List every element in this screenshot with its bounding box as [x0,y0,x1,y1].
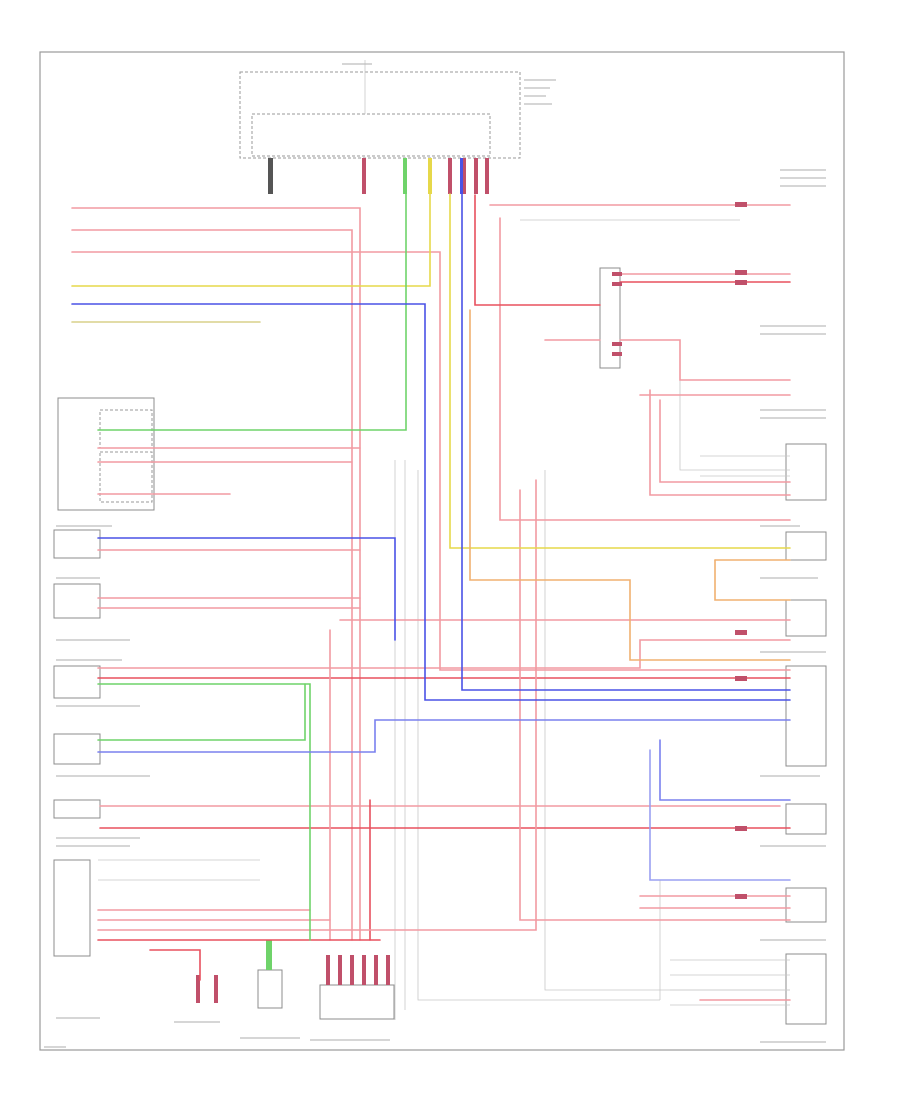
yellow-wires [71,193,791,661]
connector-pins [612,202,747,899]
left-modules [53,397,155,957]
right-connector-7 [785,953,827,1025]
red-wires [71,194,791,1001]
diagram-frame [39,51,845,1051]
top-module [239,60,521,194]
left-module-7 [53,859,91,957]
left-module-6 [53,799,101,819]
left-module-5 [53,733,101,765]
label-placeholders [44,63,826,1048]
blue-wires [71,193,791,881]
right-connector-2 [785,531,827,561]
bottom-fuse-block [319,984,395,1020]
right-connectors [599,267,827,1025]
bottom-connector [257,969,283,1009]
gray-wires [98,219,790,1020]
right-connector-1 [785,443,827,501]
bottom-components [196,940,395,1020]
left-module-1 [57,397,155,511]
right-connector-3 [785,599,827,637]
left-module-4 [53,665,101,699]
green-wires [97,193,407,941]
left-module-3 [53,583,101,619]
right-connector-6 [785,887,827,923]
right-connector-4 [785,665,827,767]
right-connector-5 [785,803,827,835]
left-module-2 [53,529,101,559]
